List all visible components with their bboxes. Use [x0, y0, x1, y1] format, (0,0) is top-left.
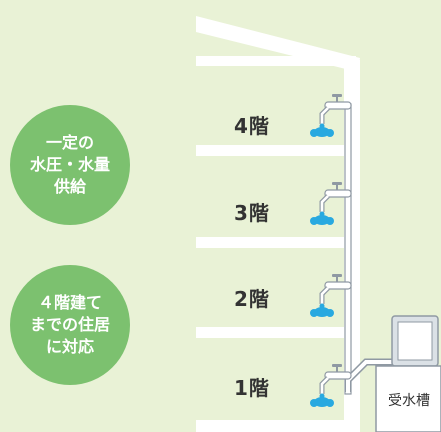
badge-line: 一定の — [45, 133, 94, 152]
badge-line: 供給 — [53, 177, 86, 196]
floor-label-2: 2階 — [234, 287, 270, 311]
faucet-icon — [319, 182, 352, 212]
badge-line: に対応 — [45, 337, 94, 356]
water-drop-icon — [310, 393, 334, 407]
floor-slab-1 — [196, 327, 356, 338]
floor-label-3: 3階 — [234, 201, 270, 225]
floor-slab-4 — [196, 56, 356, 66]
faucet-icon — [319, 94, 352, 124]
floor-slab-3 — [196, 145, 356, 156]
feature-badge-pressure: 一定の 水圧・水量 供給 — [10, 105, 130, 225]
badge-line: ４階建て — [37, 293, 102, 312]
tank-label: 受水槽 — [388, 393, 430, 409]
floor-slab-ground — [196, 420, 356, 432]
water-drop-icon — [310, 123, 334, 137]
riser-pipe — [344, 103, 352, 395]
faucet-icon — [319, 274, 352, 304]
floor-label-4: 4階 — [234, 114, 270, 138]
badge-line: 水圧・水量 — [29, 155, 110, 174]
badge-line: までの住居 — [29, 315, 110, 334]
floor-slab-2 — [196, 237, 356, 248]
feature-badge-floors: ４階建て までの住居 に対応 — [10, 265, 130, 385]
water-drop-icon — [310, 303, 334, 317]
water-drop-icon — [310, 211, 334, 225]
water-tank — [375, 315, 441, 432]
faucet-icon — [319, 364, 352, 394]
floor-label-1: 1階 — [234, 376, 270, 400]
